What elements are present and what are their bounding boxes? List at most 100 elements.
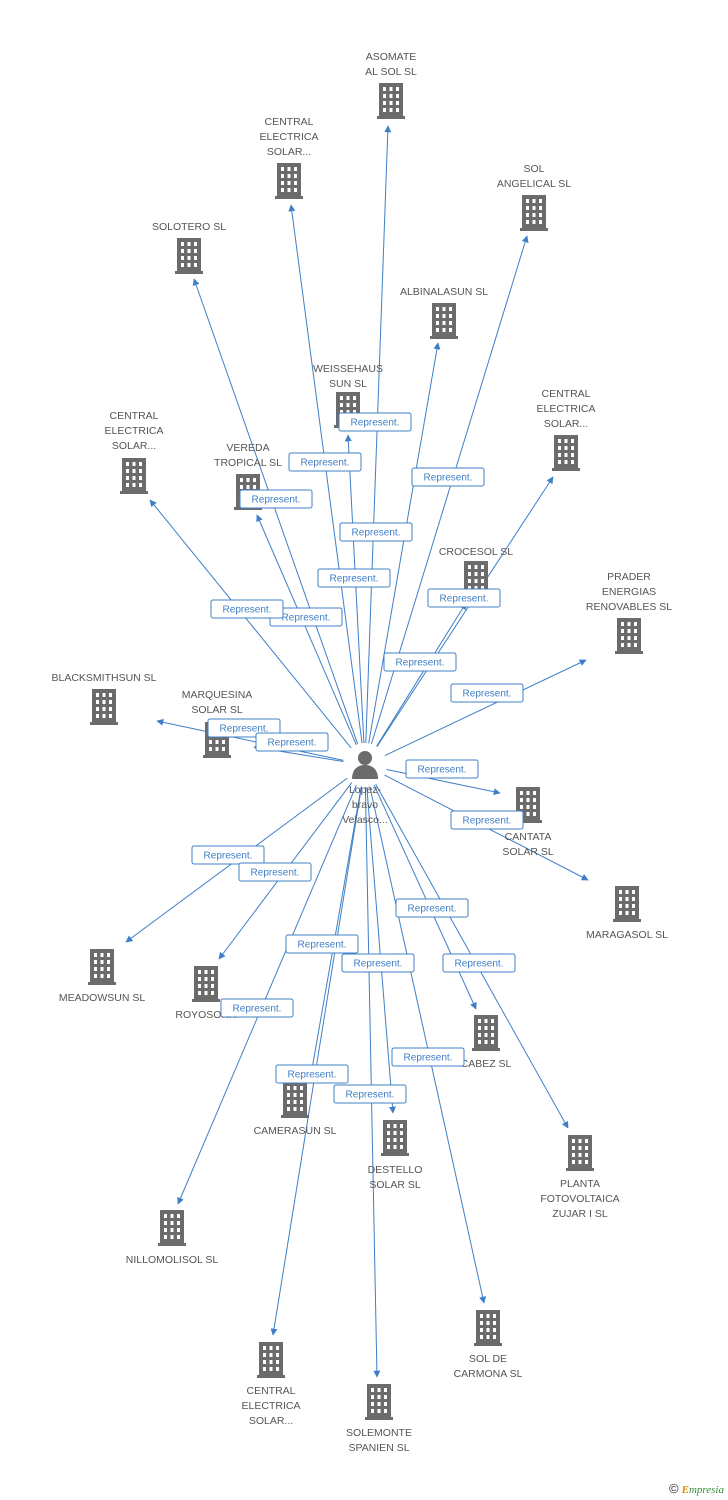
company-node-cabez[interactable]: CABEZ SL	[461, 1015, 512, 1070]
relation-label-central2[interactable]: Represent.	[427, 588, 501, 608]
relation-label-central4[interactable]: Represent.	[275, 1064, 349, 1084]
company-node-crocesol[interactable]: CROCESOL SL	[439, 546, 513, 597]
relation-label-sol-carmona[interactable]: Represent.	[391, 1047, 465, 1067]
edge-solemonte	[364, 786, 381, 1378]
relation-label-prader[interactable]: Represent.	[450, 683, 524, 703]
relation-label-cantata[interactable]: Represent.	[405, 759, 479, 779]
relation-box	[317, 568, 391, 588]
relation-label-central3[interactable]: Represent.	[210, 599, 284, 619]
company-label-albinalasun: ALBINALASUN SL	[400, 286, 488, 298]
relation-box	[239, 489, 313, 509]
relation-box	[338, 412, 412, 432]
relation-text: Represent.	[301, 458, 350, 469]
company-node-blacksmithsun[interactable]: BLACKSMITHSUN SL	[51, 672, 157, 725]
company-node-albinalasun[interactable]: ALBINALASUN SL	[400, 286, 488, 339]
company-label-blacksmithsun: BLACKSMITHSUN SL	[51, 672, 156, 684]
relation-label-central1[interactable]: Represent.	[288, 452, 362, 472]
building-icon	[90, 689, 118, 725]
relation-box	[391, 1047, 465, 1067]
edge-central4	[270, 786, 362, 1336]
building-icon	[430, 303, 458, 339]
relation-label-solemonte[interactable]: Represent.	[333, 1084, 407, 1104]
relation-box	[238, 862, 312, 882]
relation-text: Represent.	[233, 1004, 282, 1015]
relation-label-meadowsun[interactable]: Represent.	[191, 845, 265, 865]
building-icon	[552, 435, 580, 471]
company-node-nillomolisol[interactable]: NILLOMOLISOL SL	[126, 1210, 219, 1266]
building-icon	[520, 195, 548, 231]
relation-label-camerasun[interactable]: Represent.	[285, 934, 359, 954]
relation-text: Represent.	[252, 495, 301, 506]
relation-text: Represent.	[268, 738, 317, 749]
brand-logo: Empresia	[681, 1484, 724, 1496]
edge-weissehaus	[344, 434, 365, 744]
relation-box	[405, 759, 479, 779]
building-icon	[472, 1015, 500, 1051]
building-icon	[275, 163, 303, 199]
relation-label-albinalasun[interactable]: Represent.	[383, 652, 457, 672]
relation-label-solotero[interactable]: Represent.	[269, 607, 343, 627]
company-node-camerasun[interactable]: CAMERASUN SL	[254, 1082, 337, 1137]
edge-central2	[376, 476, 554, 747]
relation-label-destello[interactable]: Represent.	[341, 953, 415, 973]
relation-text: Represent.	[298, 940, 347, 951]
relation-label-vereda[interactable]: Represent.	[317, 568, 391, 588]
company-label-cabez: CABEZ SL	[461, 1058, 512, 1070]
relation-label-asomate[interactable]: Represent.	[339, 522, 413, 542]
relation-box	[450, 683, 524, 703]
company-node-maragasol[interactable]: MARAGASOL SL	[586, 886, 668, 941]
company-node-meadowsun[interactable]: MEADOWSUN SL	[59, 949, 146, 1004]
copyright-symbol: ©	[669, 1481, 679, 1496]
relation-box	[220, 998, 294, 1018]
company-node-solotero[interactable]: SOLOTERO SL	[152, 221, 226, 274]
relation-box	[288, 452, 362, 472]
edge-destello	[366, 786, 396, 1114]
relation-label-weissehaus[interactable]: Represent.	[338, 412, 412, 432]
edge-vereda	[256, 514, 357, 745]
relation-box	[210, 599, 284, 619]
relation-text: Represent.	[440, 594, 489, 605]
relation-label-royosonn[interactable]: Represent.	[238, 862, 312, 882]
relation-label-crocesol[interactable]: Represent.	[239, 489, 313, 509]
footer-brand[interactable]: ©Empresia	[669, 1481, 724, 1496]
relation-text: Represent.	[404, 1053, 453, 1064]
relation-label-planta[interactable]: Represent.	[442, 953, 516, 973]
relation-label-maragasol[interactable]: Represent.	[450, 810, 524, 830]
person-icon	[352, 751, 378, 779]
relation-text: Represent.	[463, 689, 512, 700]
relation-label-cabez[interactable]: Represent.	[395, 898, 469, 918]
edge-prader	[384, 659, 587, 757]
edge-solotero	[192, 278, 359, 745]
relation-label-nillomolisol[interactable]: Represent.	[220, 998, 294, 1018]
relation-label-sol-angelical[interactable]: Represent.	[411, 467, 485, 487]
building-icon	[158, 1210, 186, 1246]
relation-label-marquesina[interactable]: Represent.	[255, 732, 329, 752]
edge-crocesol	[376, 602, 467, 747]
company-label-meadowsun: MEADOWSUN SL	[59, 992, 146, 1004]
relation-text: Represent.	[223, 605, 272, 616]
